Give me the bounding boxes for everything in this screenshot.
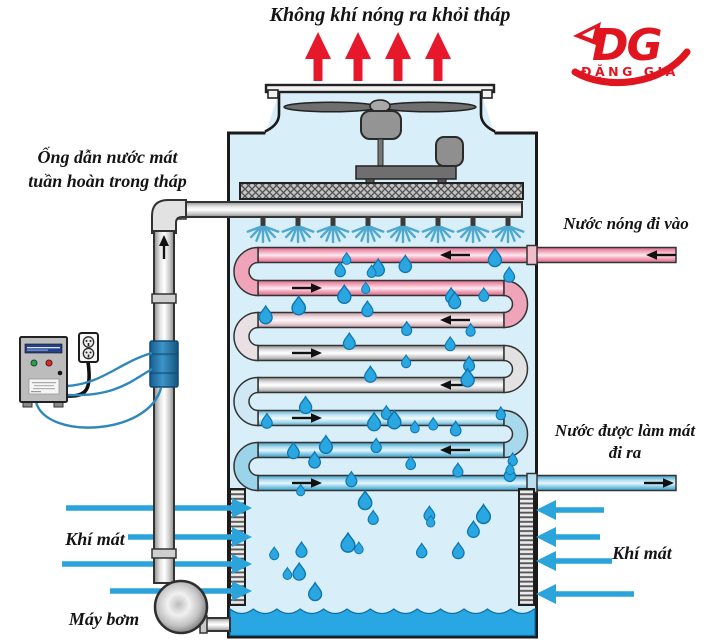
louver-right: [518, 488, 535, 606]
cool-air-arrows-right: [536, 500, 634, 604]
signal-wire: [66, 367, 153, 397]
logo-swoosh: [571, 48, 691, 86]
water-droplets: [258, 247, 518, 602]
drift-eliminator: [239, 182, 524, 200]
spray-header-pipe: [176, 199, 523, 220]
fan-motor-icon: [360, 110, 402, 140]
cool-air-left-label: Khí mát: [65, 529, 125, 549]
water-treatment-unit: [19, 332, 163, 429]
pipe-elbow: [151, 199, 187, 234]
signal-wire: [34, 387, 163, 429]
spray-nozzles: [246, 217, 525, 244]
power-outlet: [78, 332, 99, 363]
logo-company: ĐẶNG GIA: [581, 64, 679, 79]
descaler-coil-collar: [149, 340, 179, 388]
signal-wire: [66, 351, 153, 388]
motor-support-bar: [355, 165, 457, 180]
cooled-water-outlet-label: Nước được làm mát đi ra: [554, 421, 696, 463]
red-led: [45, 359, 53, 367]
fan-icon: [283, 99, 477, 184]
hot-air-arrows: [305, 32, 451, 81]
power-cable: [66, 361, 91, 398]
green-led: [30, 359, 38, 367]
drive-motor-icon: [435, 136, 464, 167]
louver-left: [229, 488, 246, 606]
pump-icon: [153, 579, 231, 635]
hot-water-inlet-label: Nước nóng đi vào: [563, 214, 689, 233]
water-basin: [229, 607, 536, 637]
coil-pipes: [233, 244, 677, 494]
top-title: Không khí nóng ra khỏi tháp: [269, 4, 511, 26]
circulation-pipe-label: Ống dẫn nước mát tuần hoàn trong tháp: [28, 147, 187, 191]
fan-shaft: [377, 138, 384, 168]
tower-top-cap: [264, 83, 496, 94]
company-logo: DG ĐẶNG GIA: [571, 20, 691, 86]
logo-initials: DG: [592, 20, 662, 71]
pump-label: Máy bơm: [68, 609, 140, 629]
flow-up-arrow: [159, 235, 169, 246]
circulation-pipe: [149, 199, 187, 584]
cool-air-right-label: Khí mát: [612, 543, 672, 563]
